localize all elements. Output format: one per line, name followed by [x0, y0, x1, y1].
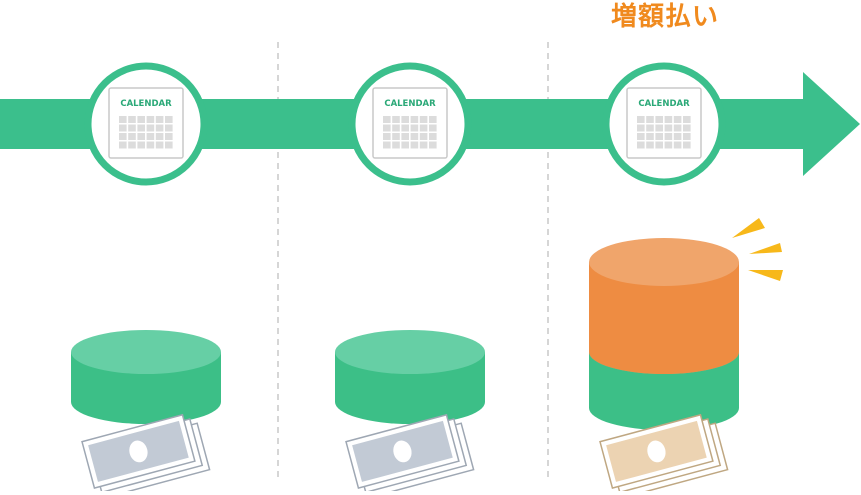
banknote-icon [81, 413, 211, 495]
banknote-icon [345, 413, 475, 495]
coin-stack-icon [335, 330, 485, 424]
coin-stack-icon [71, 330, 221, 424]
calendar-icon: CALENDAR [84, 62, 208, 186]
calendar-icon: CALENDAR [348, 62, 472, 186]
calendar-label: CALENDAR [120, 99, 172, 109]
calendar-icon: CALENDAR [602, 62, 726, 186]
calendar-label: CALENDAR [638, 99, 690, 109]
banknote-icon [599, 413, 729, 495]
burst-icon [732, 218, 783, 281]
coin-stack-icon [589, 238, 739, 430]
increased-payment-title: 増額払い [610, 2, 719, 32]
calendar-label: CALENDAR [384, 99, 436, 109]
